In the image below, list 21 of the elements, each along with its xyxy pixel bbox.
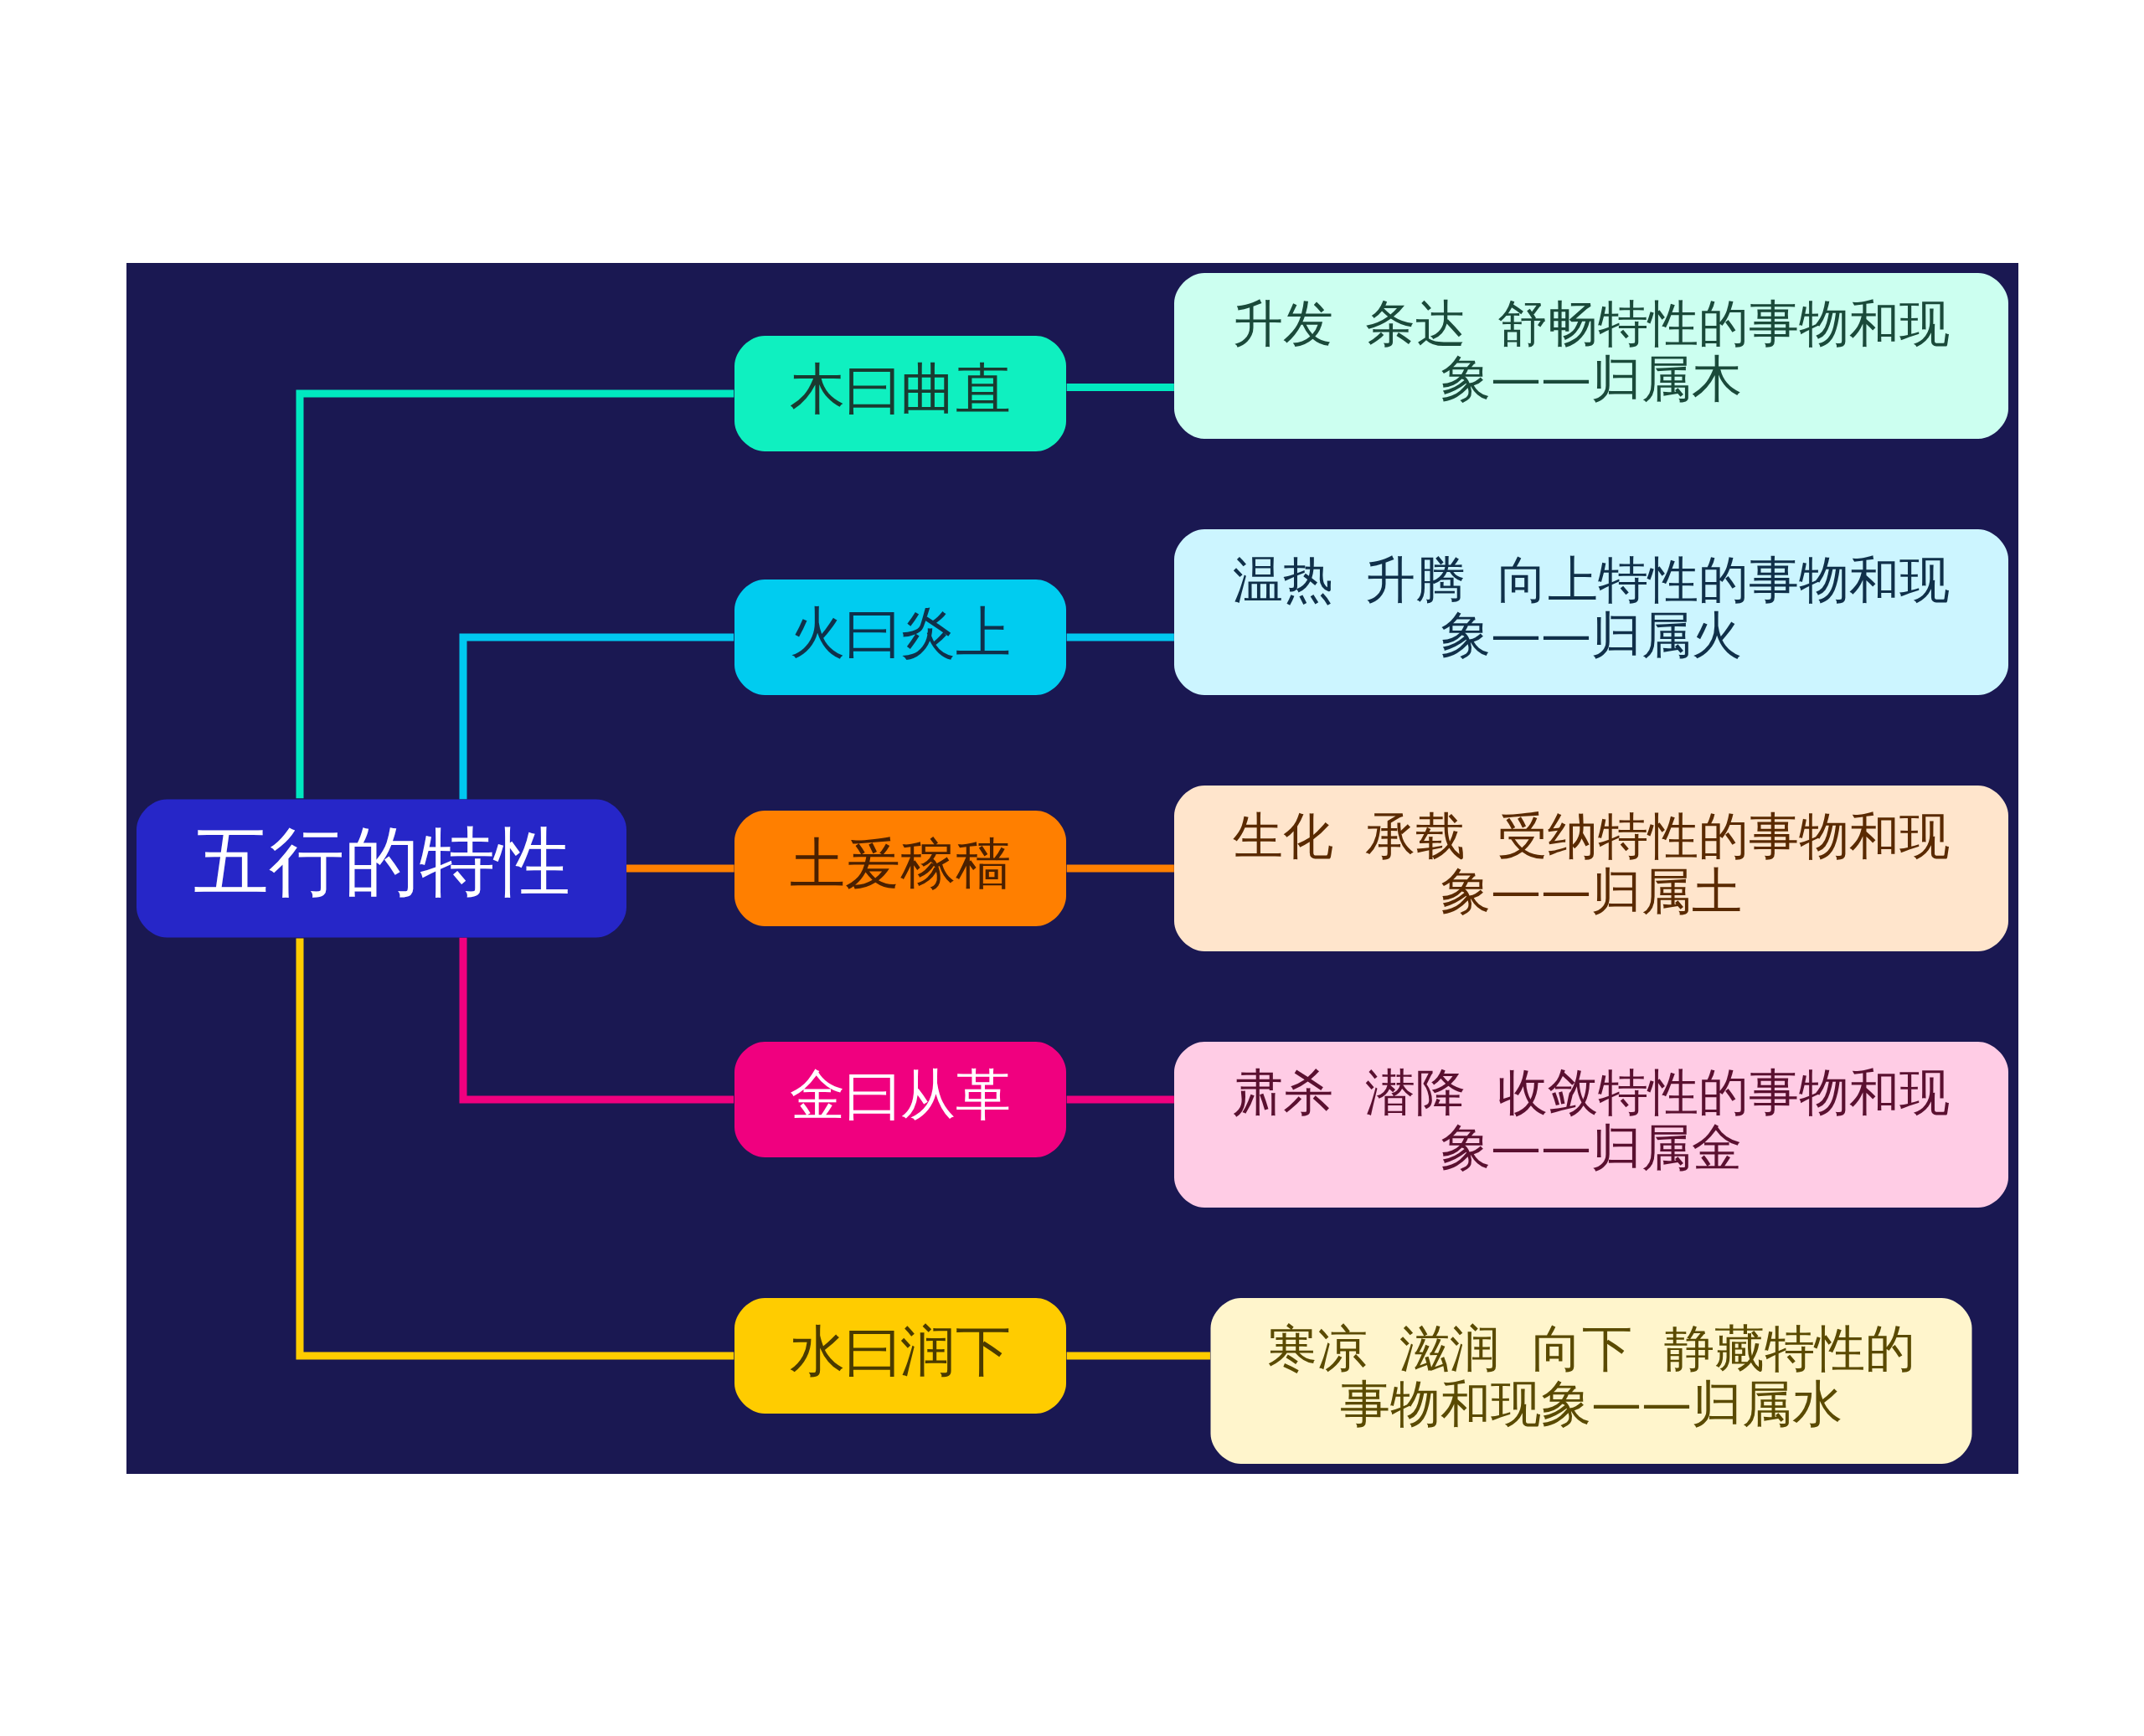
connector: [1066, 1352, 1210, 1359]
node-box: 寒凉 滋润 向下 静藏特性的事物和现象——归属水: [1210, 1297, 1971, 1464]
node-box: 五行的特性: [136, 799, 626, 937]
node-box: 生化 承载 受纳特性的事物和现象——归属土: [1173, 785, 2008, 951]
node-box: 水曰润下: [734, 1297, 1066, 1414]
connector: [459, 633, 734, 799]
node-box: 肃杀 潜降 收敛特性的事物和现象——归属金: [1173, 1041, 2008, 1208]
connector: [296, 389, 734, 798]
connector: [1066, 1095, 1174, 1103]
connector: [459, 937, 734, 1103]
node-box: 土爰稼穑: [734, 810, 1066, 926]
node-box: 温热 升腾 向上特性的事物和现象——归属火: [1173, 528, 2008, 695]
connector: [1066, 633, 1174, 641]
node-box: 升发 条达 舒畅特性的事物和现象——归属木: [1173, 272, 2008, 439]
connector: [1066, 383, 1174, 391]
node-box: 木曰曲直: [734, 335, 1066, 451]
connector: [626, 864, 734, 872]
node-box: 金曰从革: [734, 1041, 1066, 1157]
connector: [296, 937, 734, 1359]
node-box: 火曰炎上: [734, 579, 1066, 695]
connector: [1066, 864, 1174, 872]
